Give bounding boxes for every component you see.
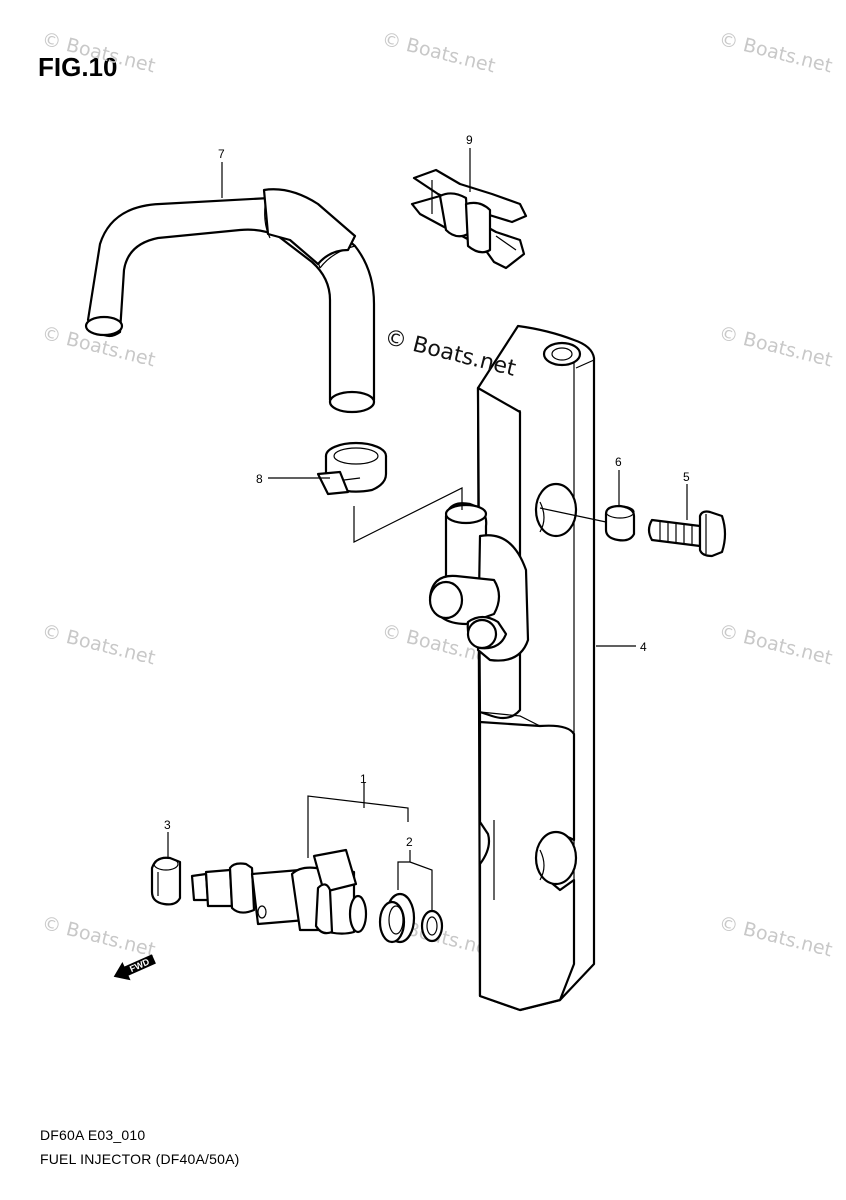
figure-title: FIG.10: [38, 52, 118, 82]
fuel-injector-part: [190, 848, 368, 935]
fwd-label: FWD: [128, 956, 151, 974]
callout-lines: [167, 148, 688, 912]
callout-2: 2: [406, 835, 413, 849]
clip-part: [410, 168, 528, 270]
callout-3: 3: [164, 818, 171, 832]
callout-8: 8: [256, 472, 263, 486]
callout-7: 7: [218, 147, 225, 161]
callout-9: 9: [466, 133, 473, 147]
callout-5: 5: [683, 470, 690, 484]
fuel-rail-part: [476, 324, 596, 1012]
callout-1: 1: [360, 772, 367, 786]
assembly-leader-line: [353, 487, 463, 543]
callout-numbers: 7 9 8 6 5 4 1 2 3: [164, 133, 690, 849]
callout-6: 6: [615, 455, 622, 469]
section-name: FUEL INJECTOR (DF40A/50A): [40, 1151, 240, 1167]
callout-4: 4: [640, 640, 647, 654]
fuel-hose-part: [84, 188, 376, 414]
inlet-elbow-part: [428, 502, 530, 662]
hose-clamp-part: [316, 441, 388, 496]
model-code: DF60A E03_010: [40, 1127, 146, 1143]
bolt-part: [647, 510, 727, 558]
collar-part: [539, 504, 636, 542]
injector-cap-part: [150, 856, 182, 906]
o-ring-part: [378, 892, 444, 944]
forward-arrow-icon: FWD: [113, 954, 156, 981]
